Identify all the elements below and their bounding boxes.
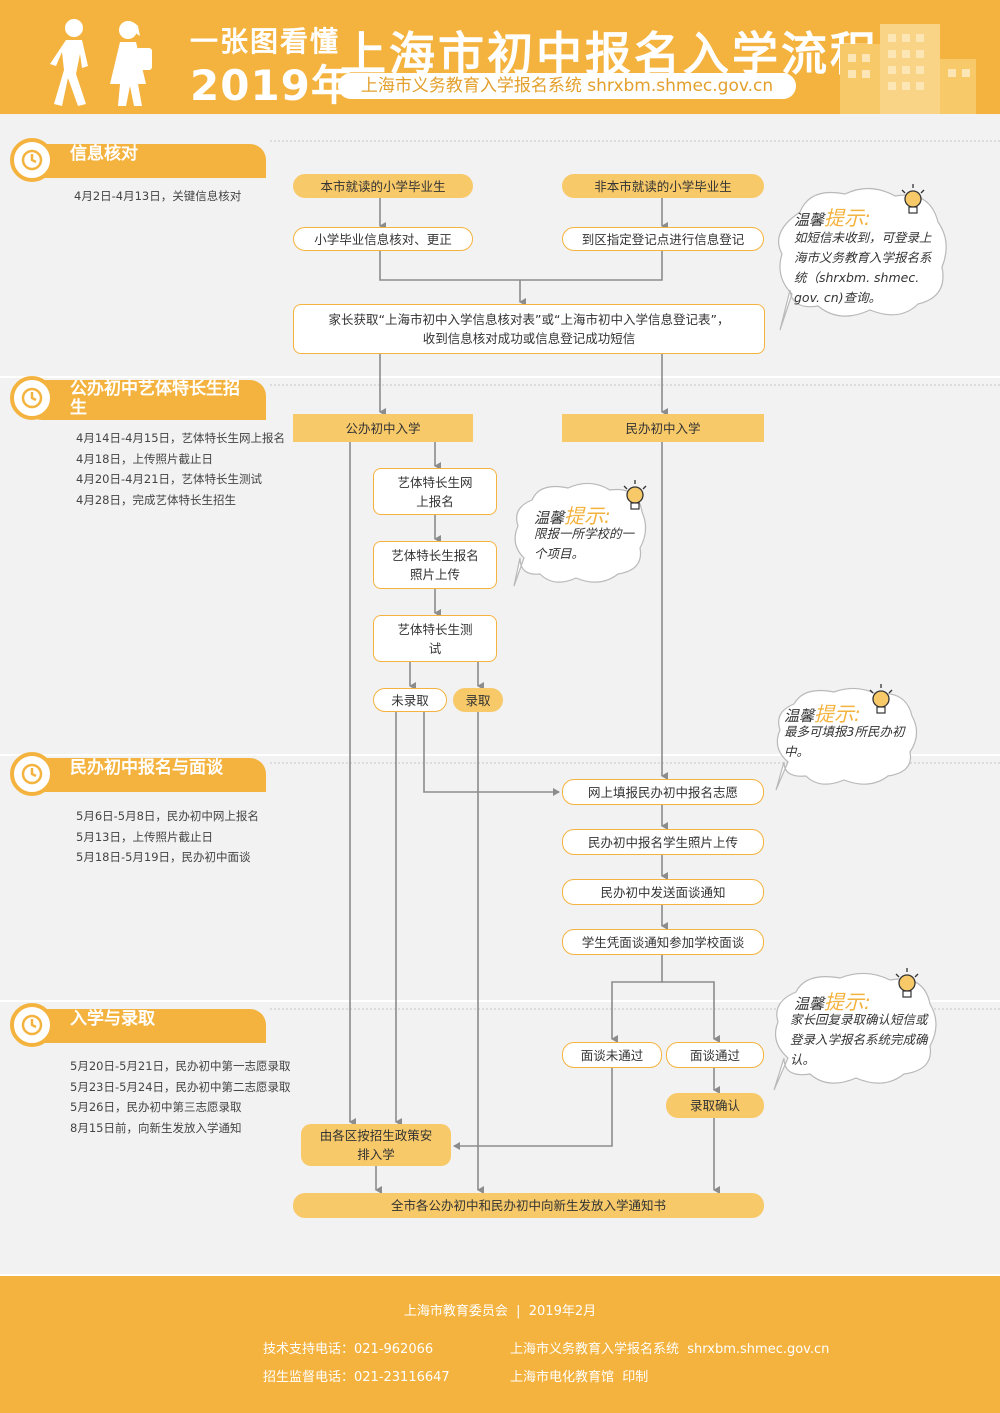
connector	[662, 981, 720, 1043]
header-year: 2019年	[190, 61, 354, 110]
section-title: 公办初中艺体特长生招生	[70, 379, 240, 418]
footer-org: 上海市教育委员会 | 2019年2月	[403, 1304, 597, 1319]
tip-text: 家长回复录取确认短信或登录入学报名系统完成确认。	[790, 1012, 928, 1067]
header-subtitle: 一张图看懂	[190, 25, 341, 58]
node-confirm: 录取确认	[666, 1093, 764, 1118]
date-item: 4月14日-4月15日，艺体特长生网上报名	[76, 431, 286, 445]
divider	[270, 384, 1000, 386]
date-item: 5月13日，上传照片截止日	[76, 829, 213, 844]
date-item: 4月18日，上传照片截止日	[76, 451, 213, 466]
section-tab-verify: 信息核对	[10, 138, 266, 182]
tip-cloud	[775, 687, 918, 791]
connector	[453, 1068, 613, 1150]
date-item: 5月18日-5月19日，民办初中面谈	[76, 850, 251, 865]
clock-icon	[21, 387, 43, 409]
node-nonlocal-graduate: 非本市就读的小学毕业生	[562, 174, 764, 198]
section-tab-private: 民办初中报名与面谈	[10, 752, 266, 796]
footer-system-url: 上海市义务教育入学报名系统 shrxbm.shmec.gov.cn	[510, 1342, 830, 1357]
node-parent-sms: 家长获取“上海市初中入学信息核对表”或“上海市初中入学信息登记表”，收到信息核对…	[293, 304, 765, 354]
header-site-url: 上海市义务教育入学报名系统 shrxbm.shmec.gov.cn	[338, 73, 796, 99]
tip-cloud	[773, 972, 937, 1091]
tip-text: 限报一所学校的一个项目。	[534, 526, 635, 561]
tip-three-schools: 温馨提示: 最多可填报3所民办初中。	[772, 684, 922, 794]
node-local-graduate: 本市就读的小学毕业生	[293, 174, 473, 198]
node-interview-pass: 面谈通过	[666, 1042, 764, 1068]
divider	[270, 140, 1000, 142]
dates-admission: 5月20日-5月21日，民办初中第一志愿录取 5月23日-5月24日，民办初中第…	[70, 1056, 291, 1138]
node-public-school: 公办初中入学	[293, 414, 473, 442]
lightbulb-icon	[869, 684, 893, 714]
students-icon	[50, 19, 152, 106]
lightbulb-icon	[895, 968, 919, 998]
lightbulb-icon	[901, 184, 925, 214]
date-item: 5月6日-5月8日，民办初中网上报名	[76, 809, 259, 823]
footer-printer: 上海市电化教育馆 印制	[510, 1370, 649, 1385]
date-item: 5月20日-5月21日，民办初中第一志愿录取	[70, 1059, 291, 1073]
footer: 上海市教育委员会 | 2019年2月 技术支持电话：021-962066 招生监…	[0, 1276, 1000, 1413]
node-verify-info: 小学毕业信息核对、更正	[293, 227, 473, 251]
node-private-wish: 网上填报民办初中报名志愿	[562, 779, 764, 805]
date-item: 5月26日，民办初中第三志愿录取	[70, 1100, 242, 1115]
tip-title: 温馨提示:	[784, 702, 861, 726]
tip-cloud	[778, 187, 947, 331]
dates-art: 4月14日-4月15日，艺体特长生网上报名 4月18日，上传照片截止日 4月20…	[76, 428, 285, 510]
tip-title: 温馨提示:	[794, 990, 871, 1014]
connector	[423, 712, 560, 796]
section-title: 入学与录取	[70, 1009, 155, 1029]
connector	[379, 251, 663, 281]
section-tab-art: 公办初中艺体特长生招生	[10, 376, 266, 420]
dates-verify: 4月2日-4月13日，关键信息核对	[74, 186, 241, 207]
clock-icon	[21, 149, 43, 171]
tip-title: 温馨提示:	[534, 504, 611, 528]
lightbulb-icon	[623, 480, 647, 510]
tip-one-project: 温馨提示: 限报一所学校的一个项目。	[510, 478, 650, 590]
header: 一张图看懂 2019年 上海市初中报名入学流程 上海市义务教育入学报名系统 sh…	[0, 0, 1000, 114]
date-item: 8月15日前，向新生发放入学通知	[70, 1120, 242, 1135]
node-interview: 学生凭面谈通知参加学校面谈	[562, 929, 764, 955]
node-art-signup: 艺体特长生网上报名	[373, 468, 497, 515]
divider	[270, 762, 1000, 764]
date-item: 4月28日，完成艺体特长生招生	[76, 492, 236, 507]
section-band-private	[0, 756, 1000, 1000]
footer-supervise-phone: 招生监督电话：021-23116647	[263, 1370, 450, 1385]
page-title: 上海市初中报名入学流程	[340, 27, 879, 81]
dates-private: 5月6日-5月8日，民办初中网上报名 5月13日，上传照片截止日 5月18日-5…	[76, 806, 259, 868]
section-title: 信息核对	[70, 144, 138, 164]
connector	[611, 955, 663, 1043]
building-icon	[840, 24, 976, 114]
section-title: 民办初中报名与面谈	[70, 758, 223, 778]
node-not-admitted: 未录取	[373, 688, 447, 712]
tip-text: 最多可填报3所民办初中。	[784, 724, 905, 759]
tip-confirm: 温馨提示: 家长回复录取确认短信或登录入学报名系统完成确认。	[770, 968, 942, 1094]
tip-text: 如短信未收到，可登录上海市义务教育入学报名系统（shrxbm. shmec. g…	[794, 230, 932, 305]
node-district-placement: 由各区按招生政策安排入学	[301, 1124, 451, 1166]
node-interview-notice: 民办初中发送面谈通知	[562, 879, 764, 905]
node-art-test: 艺体特长生测试	[373, 615, 497, 662]
section-tab-admission: 入学与录取	[10, 1003, 266, 1047]
node-private-school: 民办初中入学	[562, 414, 764, 442]
footer-tech-phone: 技术支持电话：021-962066	[263, 1342, 434, 1357]
node-interview-fail: 面谈未通过	[562, 1042, 662, 1068]
date-item: 5月23日-5月24日，民办初中第二志愿录取	[70, 1079, 291, 1094]
node-private-photo: 民办初中报名学生照片上传	[562, 829, 764, 855]
node-final-notice: 全市各公办初中和民办初中向新生发放入学通知书	[293, 1193, 764, 1218]
divider	[270, 1008, 1000, 1010]
clock-icon	[21, 763, 43, 785]
node-art-photo: 艺体特长生报名照片上传	[373, 541, 497, 589]
date-item: 4月2日-4月13日，关键信息核对	[74, 189, 242, 203]
clock-icon	[21, 1014, 43, 1036]
node-register-info: 到区指定登记点进行信息登记	[562, 227, 764, 251]
tip-title: 温馨提示:	[794, 206, 871, 230]
node-admitted: 录取	[453, 688, 503, 712]
tip-sms: 温馨提示: 如短信未收到，可登录上海市义务教育入学报名系统（shrxbm. sh…	[770, 182, 950, 332]
date-item: 4月20日-4月21日，艺体特长生测试	[76, 472, 263, 487]
tip-cloud	[513, 482, 647, 587]
